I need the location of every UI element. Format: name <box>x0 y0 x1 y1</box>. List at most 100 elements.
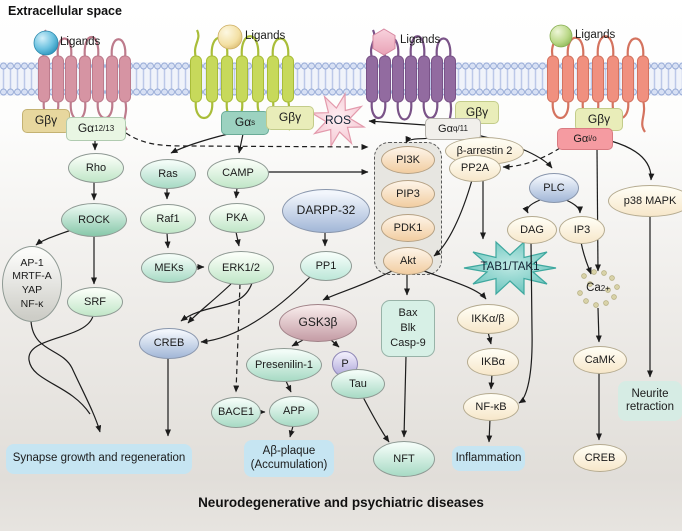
node-pi3k: PI3K <box>381 146 435 174</box>
arrow-ip3-ca <box>580 241 592 275</box>
ligand-label-1: Ligands <box>60 36 101 48</box>
extracellular-space-label: Extracellular space <box>8 4 122 18</box>
arrow-gas-camp <box>237 133 244 154</box>
node-gsk3b: GSK3β <box>279 304 357 342</box>
node-camp: CAMP <box>207 158 269 189</box>
arrow-erk-bace1-dashed <box>233 283 241 393</box>
arrow-plc-ip3 <box>565 199 583 214</box>
arrow-pp1-creb <box>200 275 312 345</box>
arrow-pp2a-akt <box>433 179 473 257</box>
node-creb-right: CREB <box>573 444 627 472</box>
node-nfkb: NF-κB <box>463 393 519 421</box>
node-app: APP <box>269 396 319 427</box>
node-ikkab: IKKα/β <box>457 304 519 334</box>
node-raf1: Raf1 <box>140 204 196 234</box>
arrow-camp-pka <box>233 187 240 199</box>
arrow-bax-nft <box>401 355 408 438</box>
node-dag: DAG <box>507 216 557 244</box>
outcome-inflammation: Inflammation <box>452 446 525 471</box>
node-akt: Akt <box>383 247 433 275</box>
node-meks: MEKs <box>141 253 197 283</box>
arrow-nfkb-inflammation <box>486 418 493 443</box>
ligand-label-3: Ligands <box>400 34 441 46</box>
ligand-hexagon-pink <box>372 28 396 56</box>
arrow-ca-camk <box>595 307 602 343</box>
arrow-gaio-ca <box>594 147 601 272</box>
gpcr-receptor-3-helices <box>366 55 456 103</box>
node-pka: PKA <box>209 203 265 233</box>
ligand-sphere-blue <box>33 30 59 56</box>
node-ikba: IKBα <box>467 348 519 376</box>
arrow-presenilin-app <box>285 380 292 393</box>
gbg-box-4: Gβγ <box>575 108 623 131</box>
calcium-ions-dots <box>577 269 620 308</box>
node-p38-mapk: p38 MAPK <box>608 185 682 217</box>
tab1-tak1-label: TAB1/TAK1 <box>480 261 540 273</box>
ligand-label-4: Ligands <box>575 29 616 41</box>
arrow-ikk-ikba <box>486 331 493 345</box>
arrow-raf1-meks <box>164 232 171 249</box>
node-camk: CaMK <box>573 346 627 374</box>
node-erk12: ERK1/2 <box>208 251 274 285</box>
arrow-gaio-p38 <box>610 140 655 181</box>
arrow-gas-ras <box>170 133 229 154</box>
gbg-box-2: Gβγ <box>266 106 314 130</box>
node-pp2a: PP2A <box>449 155 501 182</box>
node-creb-left: CREB <box>139 328 199 359</box>
outcome-abeta-plaque: Aβ-plaque(Accumulation) <box>244 440 334 477</box>
node-pip3: PIP3 <box>381 180 435 208</box>
node-presenilin1: Presenilin-1 <box>246 348 322 382</box>
node-ras: Ras <box>140 159 196 189</box>
gpcr-receptor-4-helices <box>547 55 649 103</box>
arrow-gsk3b-presenilin <box>291 339 304 347</box>
node-rock: ROCK <box>61 203 127 237</box>
arrow-rock-ap1 <box>35 228 75 246</box>
arrow-ap1-synapse <box>30 320 102 433</box>
arrow-dag-nfkb <box>518 241 533 404</box>
ligand-label-2: Ligands <box>245 30 286 42</box>
arrow-tau-nft <box>362 396 390 443</box>
node-bace1: BACE1 <box>211 397 261 428</box>
gbg-box-1: Gβγ <box>22 109 70 133</box>
arrow-ikba-nfkb <box>488 373 495 390</box>
arrow-gaq11-ros <box>368 118 426 126</box>
ros-label: ROS <box>324 113 351 127</box>
node-rho: Rho <box>68 153 124 183</box>
arrow-gaio-pp2a-dashed <box>502 147 561 170</box>
tab1-tak1-star <box>463 240 557 296</box>
node-plc: PLC <box>529 173 579 203</box>
node-tau: Tau <box>331 369 385 399</box>
node-pp1: PP1 <box>300 251 352 281</box>
arrow-erk-creb-2 <box>180 282 253 322</box>
node-pdk1: PDK1 <box>381 214 435 242</box>
ligand-sphere-green <box>549 24 573 48</box>
arrow-srf-synapse-loop <box>28 315 94 415</box>
arrow-plc-dag <box>522 199 541 214</box>
node-darpp32: DARPP-32 <box>282 189 370 233</box>
gpcr-receptor-1-helices <box>38 55 131 103</box>
gpcr-receptor-2-helices <box>190 55 294 103</box>
node-ip3: IP3 <box>559 216 605 244</box>
arrow-akt-ikk <box>423 270 487 300</box>
arrow-erk-creb-1 <box>187 283 232 324</box>
node-nft: NFT <box>373 441 435 477</box>
arrow-app-abeta <box>288 425 295 438</box>
ligand-sphere-cream <box>217 24 243 50</box>
arrows <box>28 118 655 443</box>
arrow-gsk3b-p <box>330 339 340 348</box>
outcome-synapse-growth: Synapse growth and regeneration <box>6 444 192 474</box>
arrow-akt-gsk3b <box>322 270 393 301</box>
arrow-pka-erk <box>234 231 241 247</box>
arrow-ga1213-pi3k-dashed <box>125 132 369 150</box>
node-srf: SRF <box>67 287 123 317</box>
